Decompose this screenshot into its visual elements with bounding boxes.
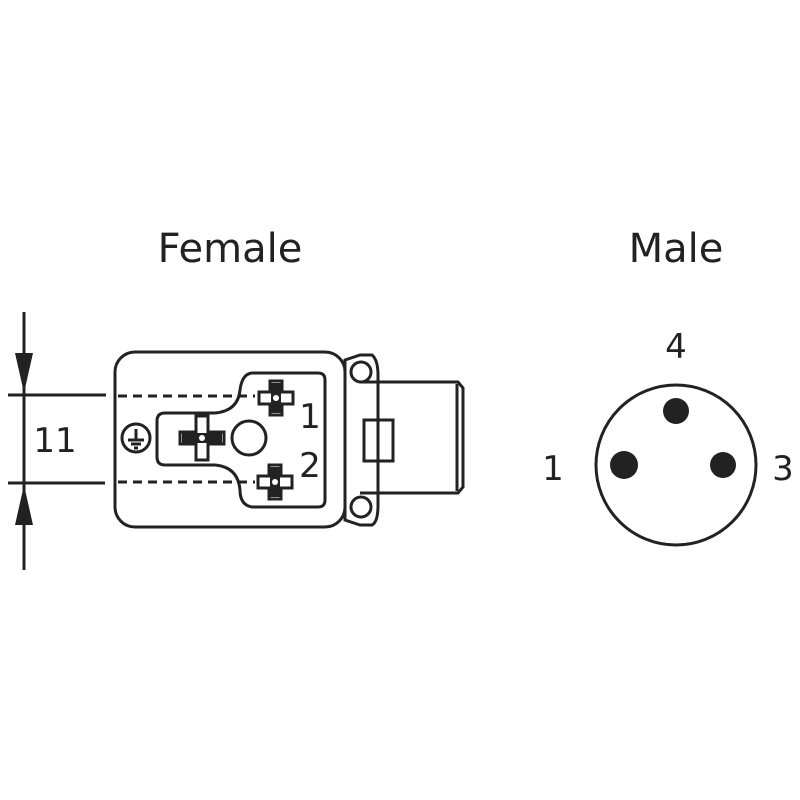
pin-3 <box>710 452 736 478</box>
body <box>113 350 347 529</box>
mount-hole <box>349 495 373 519</box>
pin-4 <box>663 398 689 424</box>
pin-1 <box>610 451 638 479</box>
arrow-up-icon <box>15 485 33 525</box>
female-connector: 1 2 <box>113 350 465 529</box>
pin-label-2: 2 <box>299 446 321 486</box>
latch <box>362 418 395 463</box>
cavity <box>155 371 327 509</box>
male-pin-label-1: 1 <box>542 449 564 489</box>
mount-hole <box>349 360 373 384</box>
male-pin-label-3: 3 <box>772 449 794 489</box>
dimension-label: 11 <box>33 421 76 461</box>
pin-label-1: 1 <box>299 397 321 437</box>
plug <box>360 380 465 495</box>
flange <box>343 353 380 527</box>
contact-1 <box>257 379 295 417</box>
contact-2 <box>256 463 294 501</box>
male-pin-label-4: 4 <box>665 327 687 367</box>
male-face <box>594 383 758 547</box>
male-title: Male <box>629 226 724 272</box>
ground-contact <box>178 414 226 462</box>
female-title: Female <box>158 226 303 272</box>
ground-icon <box>120 422 152 454</box>
coding-hole <box>230 419 268 457</box>
arrow-down-icon <box>15 353 33 393</box>
male-connector: 4 1 3 <box>542 327 794 547</box>
dimension-line: 11 <box>8 312 106 570</box>
